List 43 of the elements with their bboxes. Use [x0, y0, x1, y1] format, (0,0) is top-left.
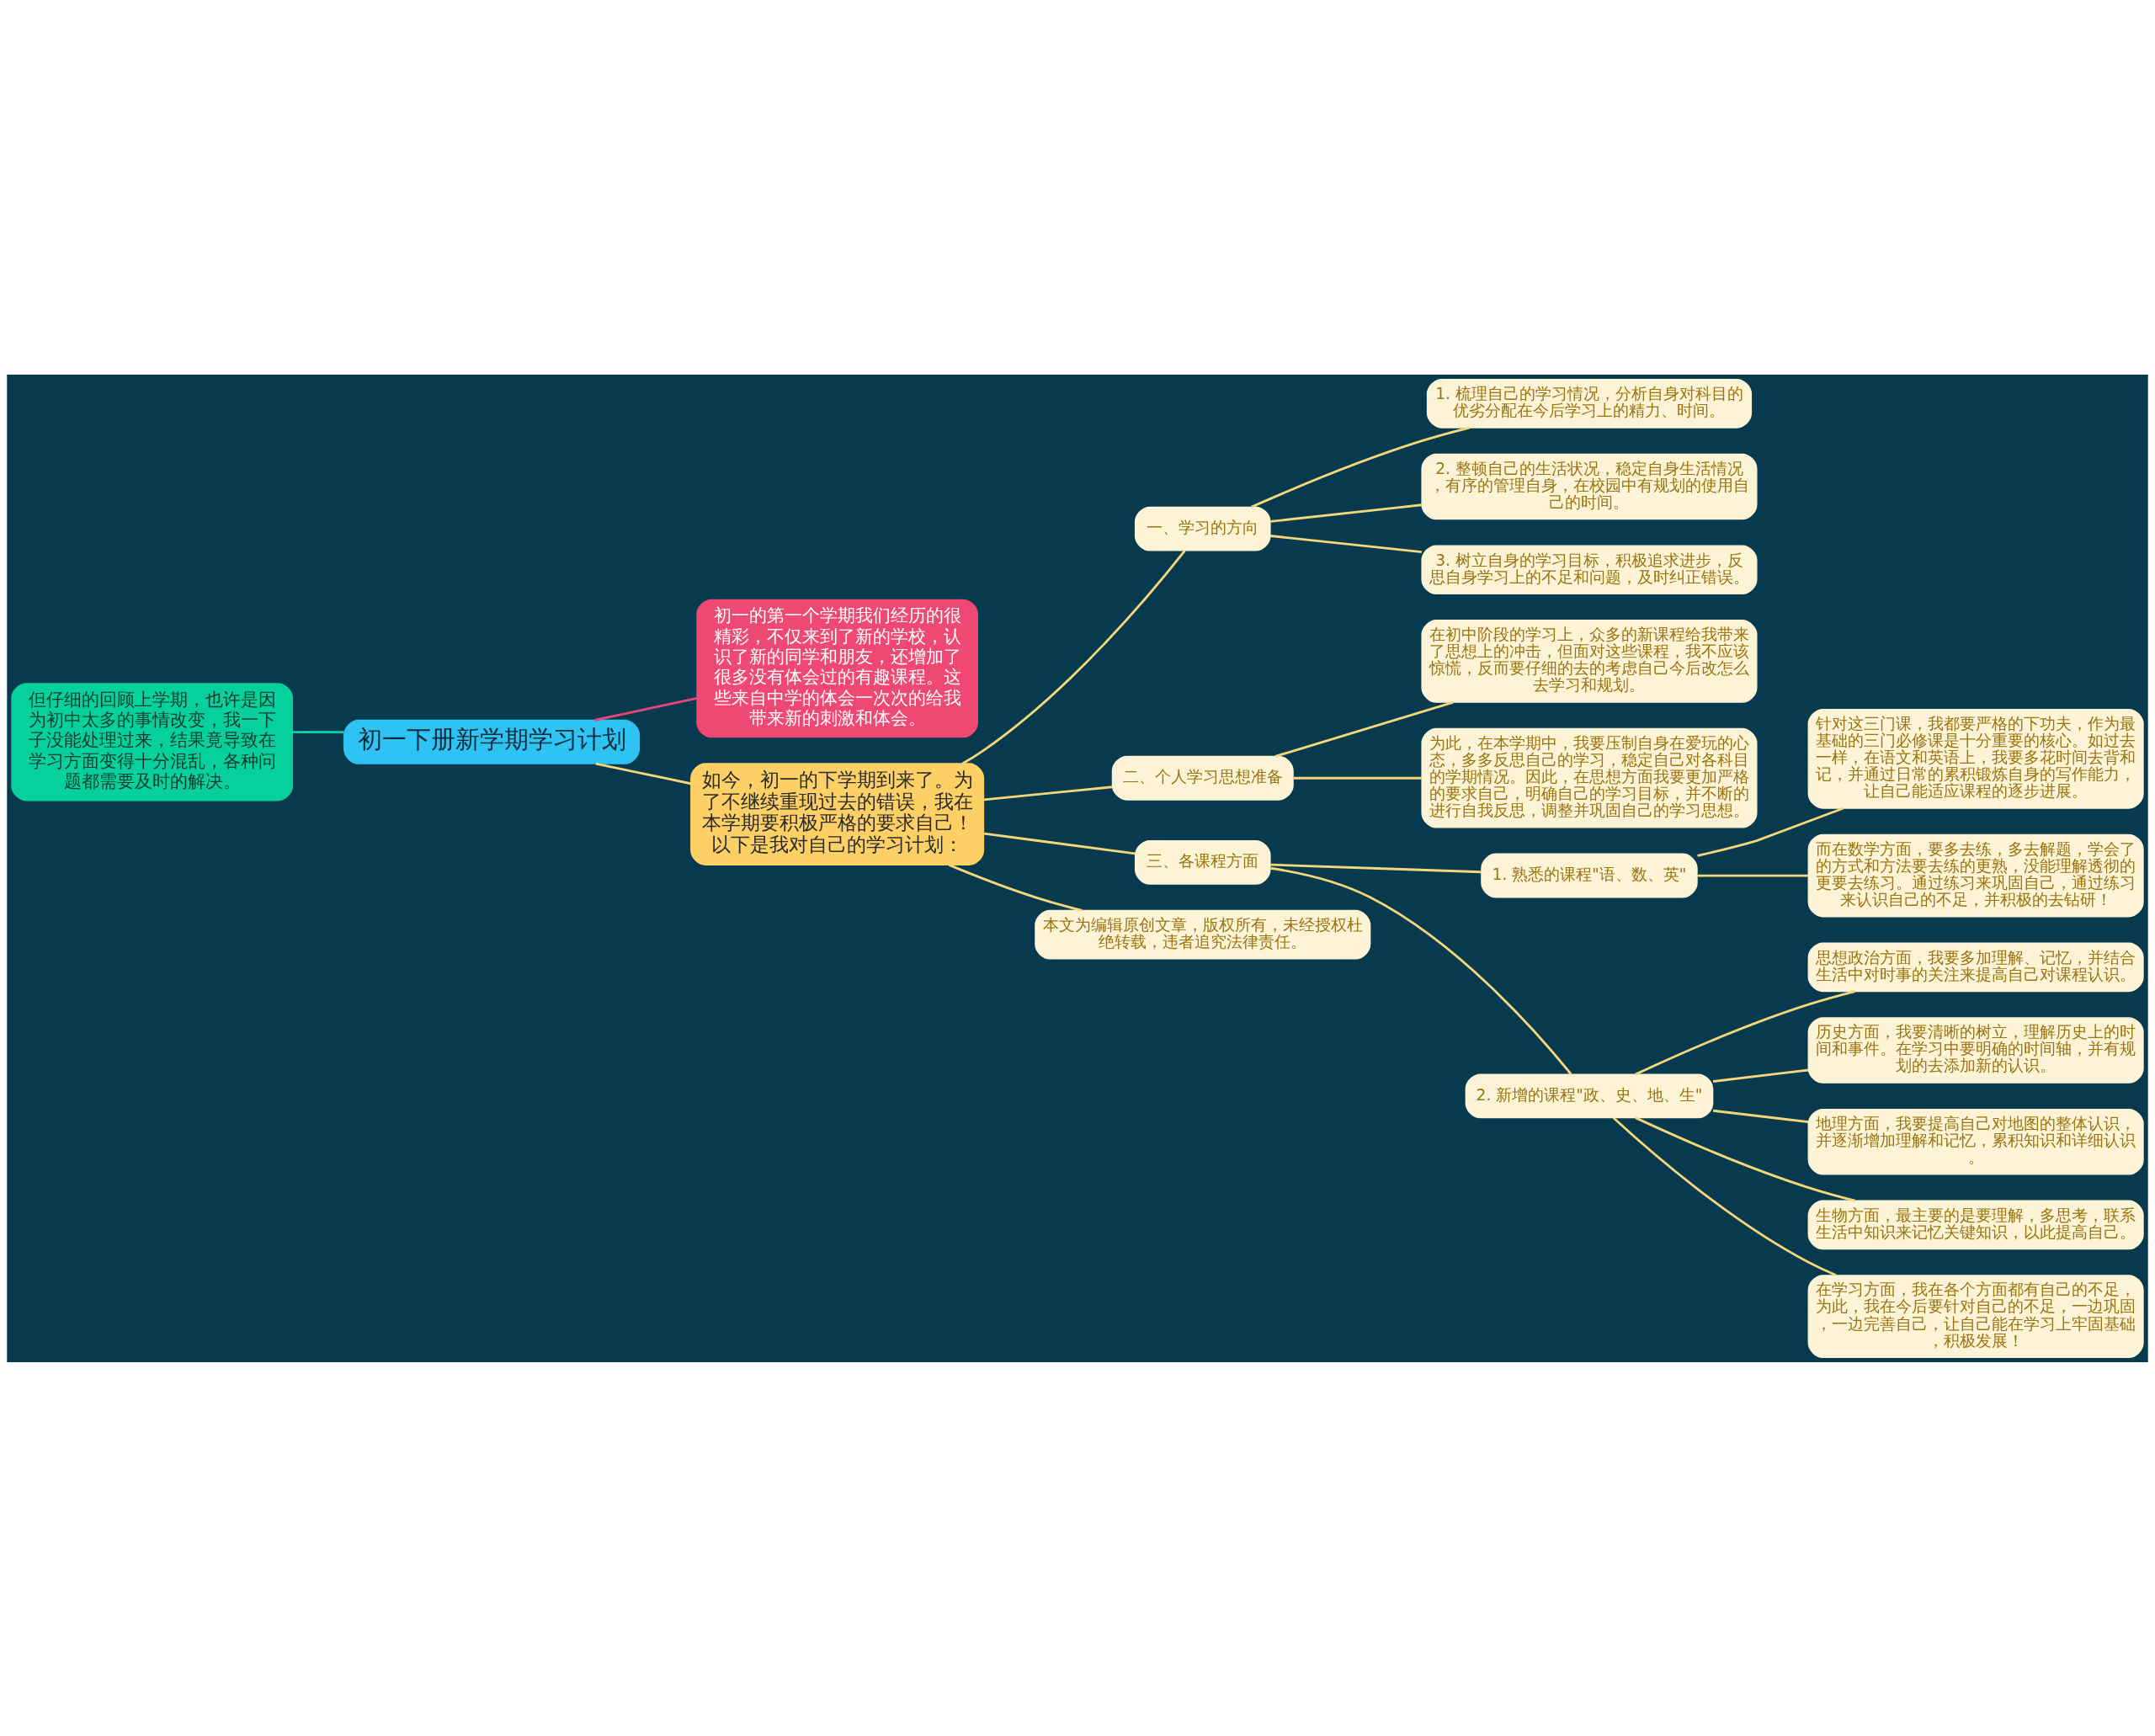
- node-box: 初一下册新学期学习计划: [343, 719, 640, 764]
- node-box: 1. 梳理自己的学习情况，分析自身对科目的优劣分配在今后学习上的精力、时间。: [1426, 378, 1753, 429]
- connector: [1270, 866, 1572, 1075]
- connector: [983, 832, 1136, 855]
- node-box: 思想政治方面，我要多加理解、记忆，并结合生活中对时事的关注来提高自己对课程认识。: [1807, 941, 2144, 992]
- node-box: 如今，初一的下学期到来了。为了不继续重现过去的错误，我在本学期要积极严格的要求自己！以下是我对自己的学习计划：: [690, 762, 985, 865]
- connector: [1270, 503, 1423, 523]
- node-box: 一、学习的方向: [1134, 506, 1271, 551]
- connector: [1697, 807, 1844, 857]
- node-box: 三、各课程方面: [1134, 839, 1271, 885]
- node-box: 3. 树立自身的学习目标，积极追求进步，反思自身学习上的不足和问题，及时纠正错误。: [1421, 544, 1758, 594]
- node-box: 生物方面，最主要的是要理解，多思考，联系生活中知识来记忆关键知识，以此提高自己。: [1807, 1200, 2144, 1249]
- connector: [948, 863, 1083, 912]
- connector: [983, 785, 1113, 801]
- connector: [593, 696, 698, 722]
- connector: [292, 730, 344, 733]
- node-box: 在初中阶段的学习上，众多的新课程给我带来了思想上的冲击，但面对这些课程，我不应该惊慌，反而要仔细的去的考虑自己今后改怎么去学习和规划。: [1421, 619, 1758, 703]
- node-box: 而在数学方面，要多去练，多去解题，学会了的方式和方法要去练的更熟，没能理解透彻的更要去练习。通过练习来巩固自己，通过练习来认识自己的不足，并积极的去钻研！: [1807, 833, 2144, 917]
- connector: [961, 549, 1186, 764]
- node-box: 2. 新增的课程"政、史、地、生": [1465, 1073, 1714, 1118]
- connector: [1712, 1109, 1809, 1123]
- connector: [1612, 1116, 1837, 1276]
- connector: [1251, 426, 1470, 508]
- node-box: 地理方面，我要提高自己对地图的整体认识，并逐渐增加理解和记忆，累积知识和详细认识。: [1807, 1108, 2144, 1175]
- connector: [595, 762, 691, 785]
- node-box: 但仔细的回顾上学期，也许是因为初中太多的事情改变，我一下子没能处理过来，结果竟导致在学习方面变得十分混乱，各种问题都需要及时的解决。: [11, 682, 294, 801]
- node-box: 2. 整顿自己的生活状况，稳定自身生活情况，有序的管理自身，在校园中有规划的使用自己的时间。: [1421, 453, 1758, 519]
- connector: [1270, 863, 1482, 873]
- connector: [1274, 700, 1454, 758]
- node-box: 本文为编辑原创文章，版权所有，未经授权杜绝转载，违者追究法律责任。: [1035, 909, 1371, 959]
- node-box: 在学习方面，我在各个方面都有自己的不足，为此，我在今后要针对自己的不足，一边巩固，一边完善自己，让自己能在学习上牢固基础，积极发展！: [1807, 1274, 2144, 1358]
- connector: [1293, 776, 1422, 780]
- connector: [1635, 1116, 1855, 1202]
- connector: [1697, 874, 1808, 876]
- node-box: 二、个人学习思想准备: [1111, 755, 1294, 801]
- node-box: 针对这三门课，我都要严格的下功夫，作为最基础的三门必修课是十分重要的核心。如过去一样，在语文和英语上，我要多花时间去背和记，并通过日常的累积锻炼自身的写作能力，让自己能适应课程的逐步进展。: [1807, 708, 2144, 809]
- node-box: 初一的第一个学期我们经历的很精彩，不仅来到了新的学校，认识了新的同学和朋友，还增加了很多没有体会过的有趣课程。这些来自中学的体会一次次的给我带来新的刺激和体会。: [696, 599, 978, 738]
- node-box: 为此，在本学期中，我要压制自身在爱玩的心态，多多反思自己的学习，稳定自己对各科目的学期情况。因此，在思想方面我要更加严格的要求自己，明确自己的学习目标，并不断的进行自我反思，调整并巩固自己的学习思想。: [1421, 727, 1758, 828]
- connector: [1635, 989, 1855, 1075]
- connector: [1270, 534, 1423, 553]
- node-box: 1. 熟悉的课程"语、数、英": [1481, 853, 1698, 898]
- node-box: 历史方面，我要清晰的树立，理解历史上的时间和事件。在学习中要明确的时间轴，并有规划的去添加新的认识。: [1807, 1016, 2144, 1084]
- connector: [1712, 1068, 1809, 1083]
